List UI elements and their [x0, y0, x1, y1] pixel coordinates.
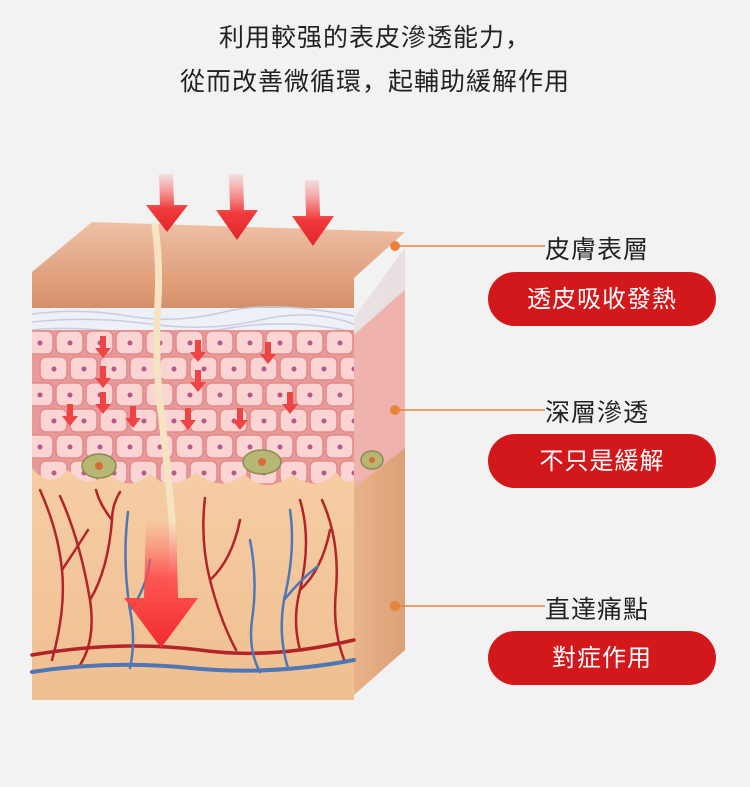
cell-nucleus [217, 392, 223, 398]
cell-nucleus [97, 444, 103, 450]
small-arrow [62, 404, 78, 426]
deep-penetration-arrow [124, 520, 198, 648]
cell-nucleus [337, 340, 343, 346]
skin-surface-top [32, 222, 405, 278]
cell-nucleus [261, 418, 267, 424]
cell-nucleus [171, 470, 177, 476]
cell-nucleus [187, 444, 193, 450]
cell-nucleus [291, 470, 297, 476]
skin-cell [339, 356, 354, 381]
small-arrow [260, 342, 276, 364]
cell-nucleus [277, 340, 283, 346]
small-arrow [190, 370, 206, 392]
small-arrow [190, 340, 206, 362]
cell-nucleus [157, 444, 163, 450]
cell-nucleus [351, 418, 354, 424]
surface-arrows [146, 174, 334, 246]
cell-nucleus [171, 366, 177, 372]
cell-nucleus [51, 418, 57, 424]
label-reach-pain-point: 直達痛點 [545, 595, 650, 624]
cell-nucleus [141, 470, 147, 476]
skin-cell [32, 382, 54, 407]
small-arrow [282, 392, 298, 414]
badge-not-only-relief: 不只是緩解 [488, 434, 716, 488]
cell-nucleus [201, 366, 207, 372]
leader-lines [395, 245, 545, 607]
cell-nucleus [247, 444, 253, 450]
cell-nucleus [307, 444, 313, 450]
cell-nucleus [277, 444, 283, 450]
badge-targeted-action: 對症作用 [488, 631, 716, 685]
epidermis-cell-layer [32, 330, 354, 485]
cell-nucleus [307, 392, 313, 398]
cell-nucleus [127, 392, 133, 398]
cell-nucleus [37, 392, 43, 398]
small-arrow [95, 392, 111, 414]
cell-nucleus [231, 470, 237, 476]
cell-nucleus [127, 444, 133, 450]
block-side-cells [354, 290, 405, 488]
stratum-corneum-front [32, 272, 354, 310]
label-skin-surface: 皮膚表層 [545, 235, 650, 264]
cell-nucleus [187, 392, 193, 398]
cell-nucleus [37, 444, 43, 450]
cell-nucleus [351, 470, 354, 476]
cell-nucleus [261, 366, 267, 372]
small-arrow [95, 366, 111, 388]
skin-cell [339, 408, 354, 433]
cell-nucleus [67, 340, 73, 346]
cell-nucleus [67, 392, 73, 398]
skin-cell [32, 330, 54, 355]
small-arrow [180, 408, 196, 430]
badge-transdermal-heat: 透皮吸收發熱 [488, 272, 716, 326]
blood-vessels [30, 488, 356, 674]
cell-nucleus [37, 340, 43, 346]
cell-nucleus [217, 444, 223, 450]
small-arrow [232, 408, 248, 430]
cell-nucleus [187, 340, 193, 346]
cell-nucleus [321, 418, 327, 424]
cell-nucleus [141, 366, 147, 372]
leader-dots [390, 241, 400, 611]
small-arrow [125, 406, 141, 428]
headline-line-2: 從而改善微循環，起輔助緩解作用 [179, 67, 570, 96]
cell-nucleus [277, 392, 283, 398]
cell-nucleus [217, 340, 223, 346]
cell-nucleus [141, 418, 147, 424]
cell-nucleus [321, 366, 327, 372]
cell-nucleus [291, 366, 297, 372]
headline-line-1: 利用較强的表皮滲透能力， [218, 23, 531, 52]
cell-nucleus [201, 418, 207, 424]
cell-nucleus [201, 470, 207, 476]
small-penetration-arrows [62, 336, 298, 430]
cell-nucleus [51, 366, 57, 372]
cell-nucleus [111, 366, 117, 372]
membrane-lines [31, 306, 355, 335]
cell-nucleus [337, 444, 343, 450]
block-side-epidermis [354, 248, 405, 335]
cell-nucleus [351, 366, 354, 372]
cell-nucleus [81, 366, 87, 372]
cell-nucleus [81, 418, 87, 424]
cell-nucleus [51, 470, 57, 476]
small-arrow [95, 336, 111, 358]
label-deep-penetration: 深層滲透 [545, 398, 650, 427]
skin-cell [32, 434, 54, 459]
cell-nucleus [337, 392, 343, 398]
cell-nucleus [111, 418, 117, 424]
inflamed-cells [81, 449, 384, 479]
cell-nucleus [307, 340, 313, 346]
cell-nucleus [127, 340, 133, 346]
cell-nucleus [67, 444, 73, 450]
cell-nucleus [171, 418, 177, 424]
cell-nucleus [291, 418, 297, 424]
cell-nucleus [321, 470, 327, 476]
cell-nucleus [231, 366, 237, 372]
cell-nucleus [247, 340, 253, 346]
cell-nucleus [247, 392, 253, 398]
